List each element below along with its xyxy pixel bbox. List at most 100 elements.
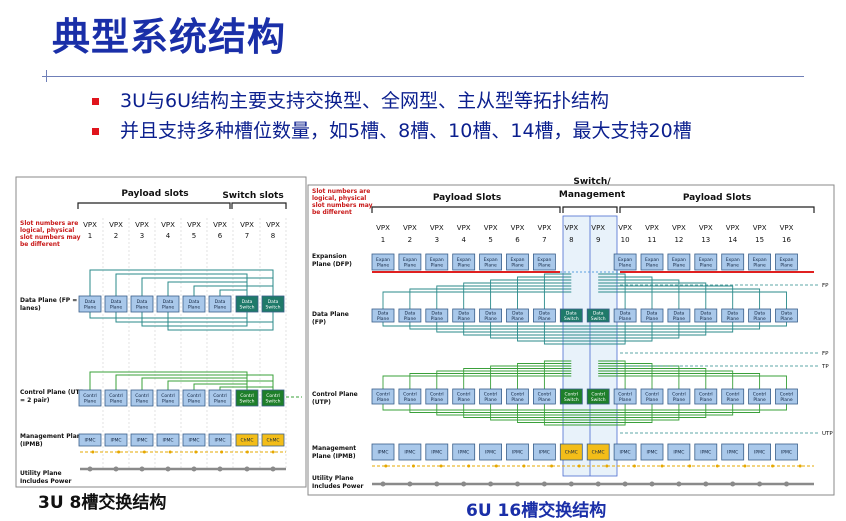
- left-ipmc-box: [104, 433, 128, 447]
- left-ipmc-label: IPMC: [162, 438, 173, 444]
- right-ipmb-bus-dot: [660, 464, 664, 468]
- right-control-plane-box: [667, 388, 691, 405]
- left-header-switch: Switch slots: [222, 191, 283, 201]
- left-control-plane-label: Plane: [162, 398, 175, 404]
- right-slot-num: 14: [728, 236, 737, 244]
- left-data-plane-box: [182, 295, 206, 313]
- right-ipmc-box: [775, 443, 798, 461]
- left-data-plane-label: Data: [189, 299, 200, 305]
- right-control-plane-label: Plane: [538, 397, 551, 403]
- left-ipmc-label: IPMC: [110, 438, 121, 444]
- right-ipmc-label: IPMC: [781, 450, 792, 456]
- left-label-utility: Includes Power: [20, 478, 72, 485]
- right-header-payload-right: Payload Slots: [683, 193, 751, 203]
- right-control-switch-label: Switch: [591, 397, 606, 403]
- right-expan-plane-label: Plane: [404, 262, 417, 268]
- left-data-plane-label: Plane: [84, 304, 97, 310]
- right-label-mgmt: Plane (IPMB): [312, 453, 356, 460]
- right-expan-plane-label: Plane: [484, 262, 497, 268]
- right-ipmc-label: IPMC: [646, 450, 657, 456]
- left-slot-vpx: VPX: [135, 221, 149, 229]
- right-expan-plane-box: [667, 253, 691, 271]
- right-data-switch-label: Data: [593, 310, 604, 316]
- right-ipmb-bus-dot: [494, 464, 498, 468]
- right-data-plane-label: Plane: [538, 316, 551, 322]
- left-ipmb-bus-dot: [245, 450, 249, 454]
- right-data-switch-label: Data: [566, 310, 577, 316]
- right-data-link: [598, 282, 707, 309]
- left-ipmb-bus-dot: [117, 450, 121, 454]
- right-label-data: (FP): [312, 319, 326, 326]
- left-slot-vpx: VPX: [266, 221, 280, 229]
- right-label-control: (UTP): [312, 399, 331, 406]
- right-control-plane-label: Plane: [753, 397, 766, 403]
- left-slot-num: 3: [140, 232, 144, 240]
- right-control-plane-box: [506, 388, 529, 405]
- left-control-switch-label: Contrl: [240, 393, 254, 399]
- right-utility-node: [757, 481, 763, 487]
- left-slot-vpx: VPX: [240, 221, 254, 229]
- left-utility-node: [113, 466, 119, 472]
- left-control-plane-label: Contrl: [135, 393, 149, 399]
- left-label-utility: Utility Plane: [20, 470, 62, 477]
- right-ipmb-bus-dot: [798, 464, 802, 468]
- right-control-link: [463, 404, 599, 418]
- right-utility-node: [407, 481, 413, 487]
- right-data-plane-label: Plane: [404, 316, 417, 322]
- right-control-plane-label: Plane: [377, 397, 390, 403]
- right-ipmc-label: IPMC: [673, 450, 684, 456]
- right-slot-vpx: VPX: [618, 224, 632, 232]
- left-data-plane-label: Plane: [136, 304, 149, 310]
- left-ipmc-box: [130, 433, 154, 447]
- right-expan-plane-box: [425, 253, 449, 271]
- right-slot-vpx: VPX: [457, 224, 471, 232]
- right-ipmc-label: IPMC: [539, 450, 550, 456]
- bullet-list: 3U与6U结构主要支持交换型、全网型、主从型等拓扑结构 并且支持多种槽位数量，如…: [92, 86, 692, 146]
- right-data-plane-label: Data: [485, 310, 496, 316]
- right-expan-plane-label: Plane: [700, 262, 713, 268]
- right-ipmb-bus-dot: [411, 464, 415, 468]
- right-expan-plane-box: [613, 253, 637, 271]
- right-note: Slot numbers are: [312, 188, 370, 195]
- right-control-plane-label: Contrl: [699, 391, 713, 397]
- left-slot-num: 8: [271, 232, 275, 240]
- right-control-link: [598, 363, 653, 389]
- right-header-switch: Switch/: [573, 177, 611, 187]
- left-control-plane-label: Contrl: [213, 393, 227, 399]
- right-control-link: [382, 404, 599, 411]
- bullet-square-icon: [92, 128, 99, 135]
- right-slot-vpx: VPX: [537, 224, 551, 232]
- right-utility-node: [541, 481, 547, 487]
- right-control-link: [436, 370, 572, 389]
- left-chmc-label: ChMC: [266, 438, 279, 444]
- page-title: 典型系统结构: [52, 15, 287, 59]
- left-label-mgmt: Management Plane: [20, 433, 85, 440]
- left-ipmb-bus-dot: [168, 450, 172, 454]
- right-ipmc-label: IPMC: [700, 450, 711, 456]
- right-ext-label: FP: [822, 351, 829, 357]
- right-expan-plane-label: Expan: [699, 257, 713, 263]
- right-data-plane-label: Plane: [511, 316, 524, 322]
- right-control-switch-box: [586, 388, 610, 405]
- right-control-link: [571, 404, 626, 426]
- right-ipmb-bus-dot: [605, 464, 609, 468]
- left-control-plane-label: Contrl: [109, 393, 123, 399]
- right-ipmc-label: IPMC: [485, 450, 496, 456]
- right-expan-plane-label: Plane: [377, 262, 390, 268]
- right-control-plane-label: Plane: [700, 397, 713, 403]
- right-control-link: [598, 368, 707, 389]
- right-ipmc-box: [667, 443, 691, 461]
- right-data-plane-label: Data: [539, 310, 550, 316]
- left-data-plane-label: Data: [137, 299, 148, 305]
- right-control-plane-box: [640, 388, 664, 405]
- left-data-link: [167, 281, 248, 296]
- right-data-plane-label: Data: [674, 310, 685, 316]
- left-data-plane-label: Plane: [162, 304, 175, 310]
- right-control-plane-box: [452, 388, 476, 405]
- right-label-expansion: Expansion: [312, 253, 347, 260]
- left-data-link: [219, 289, 248, 296]
- right-chmc-box: [586, 443, 610, 461]
- right-control-plane-label: Contrl: [780, 391, 794, 397]
- right-data-plane-box: [613, 308, 637, 323]
- right-control-plane-label: Contrl: [538, 391, 552, 397]
